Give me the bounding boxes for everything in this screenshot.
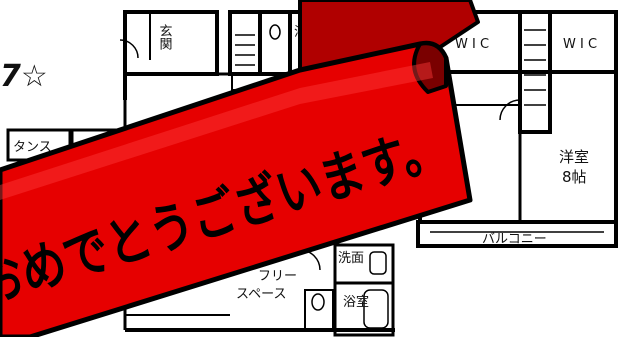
free-space-label-2: スペース	[236, 287, 286, 302]
congratulations-banner: 祝おめでとうございます。	[0, 0, 480, 337]
corner-mark: 7☆	[0, 59, 48, 94]
wic-right-label: W I C	[563, 37, 597, 52]
wall-toilet	[304, 289, 334, 331]
tansu-label: タンス	[13, 140, 52, 155]
yokushitsu-bottom-label: 浴室	[343, 294, 369, 310]
bathtub-icon	[363, 289, 389, 329]
toilet-icon	[311, 293, 325, 311]
wall-toilet	[258, 10, 292, 76]
door-swing	[499, 99, 521, 121]
sink-icon	[369, 251, 387, 275]
yoshitsu-size-label: 8帖	[562, 168, 587, 186]
free-space-label-1: フリー	[258, 269, 297, 284]
toilet-icon	[269, 24, 281, 40]
balcony-label: バルコニー	[482, 232, 547, 247]
genkan-label: 玄関	[157, 24, 173, 51]
wall-bath-bottom	[333, 281, 395, 337]
wic-left-label: W I C	[455, 37, 489, 52]
senmen-label: 洗面	[338, 251, 364, 266]
yoshitsu-label: 洋室	[559, 148, 589, 166]
door-swing	[119, 39, 139, 59]
wall-balcony	[416, 220, 618, 248]
ribbon-curl	[412, 41, 448, 94]
ribbon-shade	[0, 62, 433, 200]
